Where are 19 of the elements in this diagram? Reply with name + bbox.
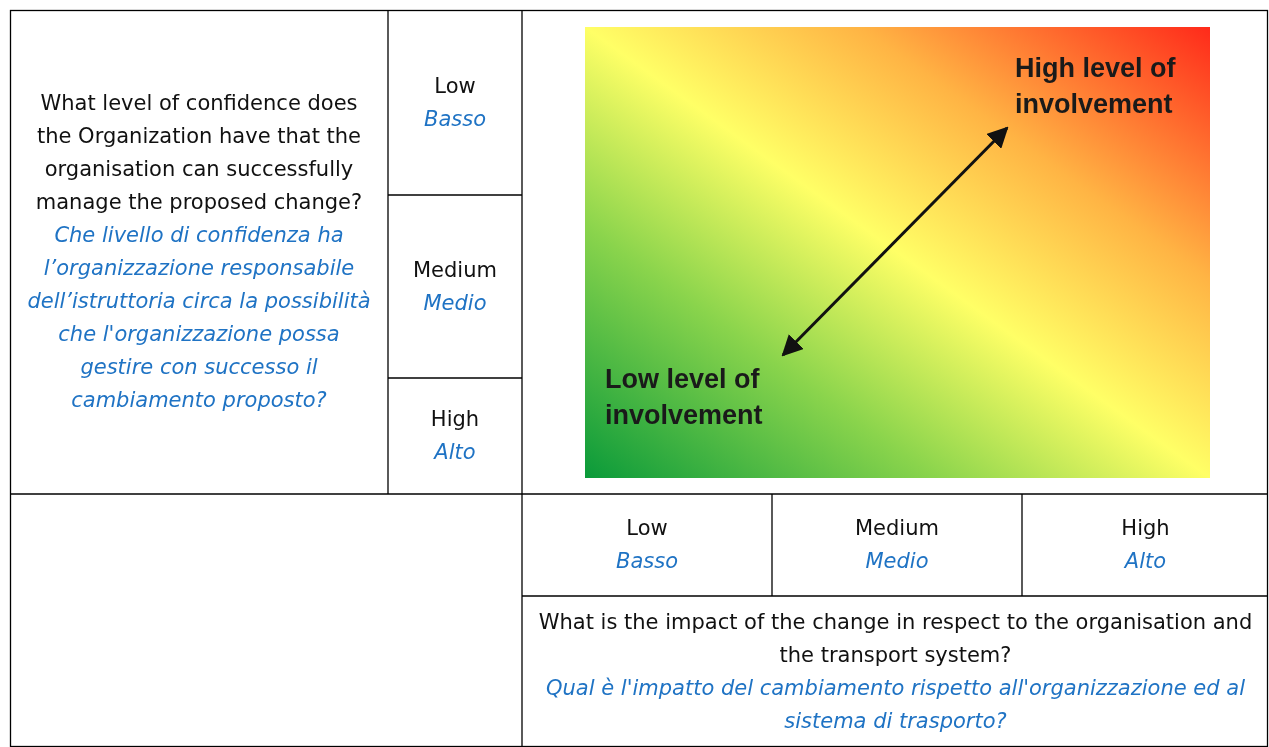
level-label: Medium bbox=[413, 256, 497, 284]
level-translation: Basso bbox=[616, 548, 678, 575]
level-translation: Medio bbox=[865, 548, 929, 575]
involvement-label: High level of involvement bbox=[1015, 50, 1215, 122]
question-text: What is the impact of the change in respect to the organisation and the transport system? bbox=[537, 608, 1254, 669]
level-label: Low bbox=[626, 515, 668, 542]
level-label: High bbox=[1121, 515, 1170, 542]
question-text: What level of confidence does the Organization have that the organisation can successfully manage the proposed change? bbox=[34, 90, 364, 216]
involvement-label: Low level of involvement bbox=[605, 361, 805, 433]
question-translation: Qual è l'impatto del cambiamento rispetto all'organizzazione ed al sistema di trasporto? bbox=[545, 674, 1246, 735]
level-label: High bbox=[430, 406, 480, 433]
double-arrow bbox=[781, 126, 1009, 357]
level-translation: Basso bbox=[424, 105, 486, 133]
question-translation: Che livello di confidenza ha l’organizzazione responsabile dell’istruttoria circa la possibilità che l'organizzazione possa gestire con successo il cambiamento proposto? bbox=[26, 222, 372, 414]
level-label: Medium bbox=[855, 515, 939, 542]
level-translation: Medio bbox=[423, 289, 487, 317]
level-translation: Alto bbox=[434, 439, 476, 466]
level-translation: Alto bbox=[1124, 548, 1167, 575]
level-label: Low bbox=[434, 72, 476, 100]
